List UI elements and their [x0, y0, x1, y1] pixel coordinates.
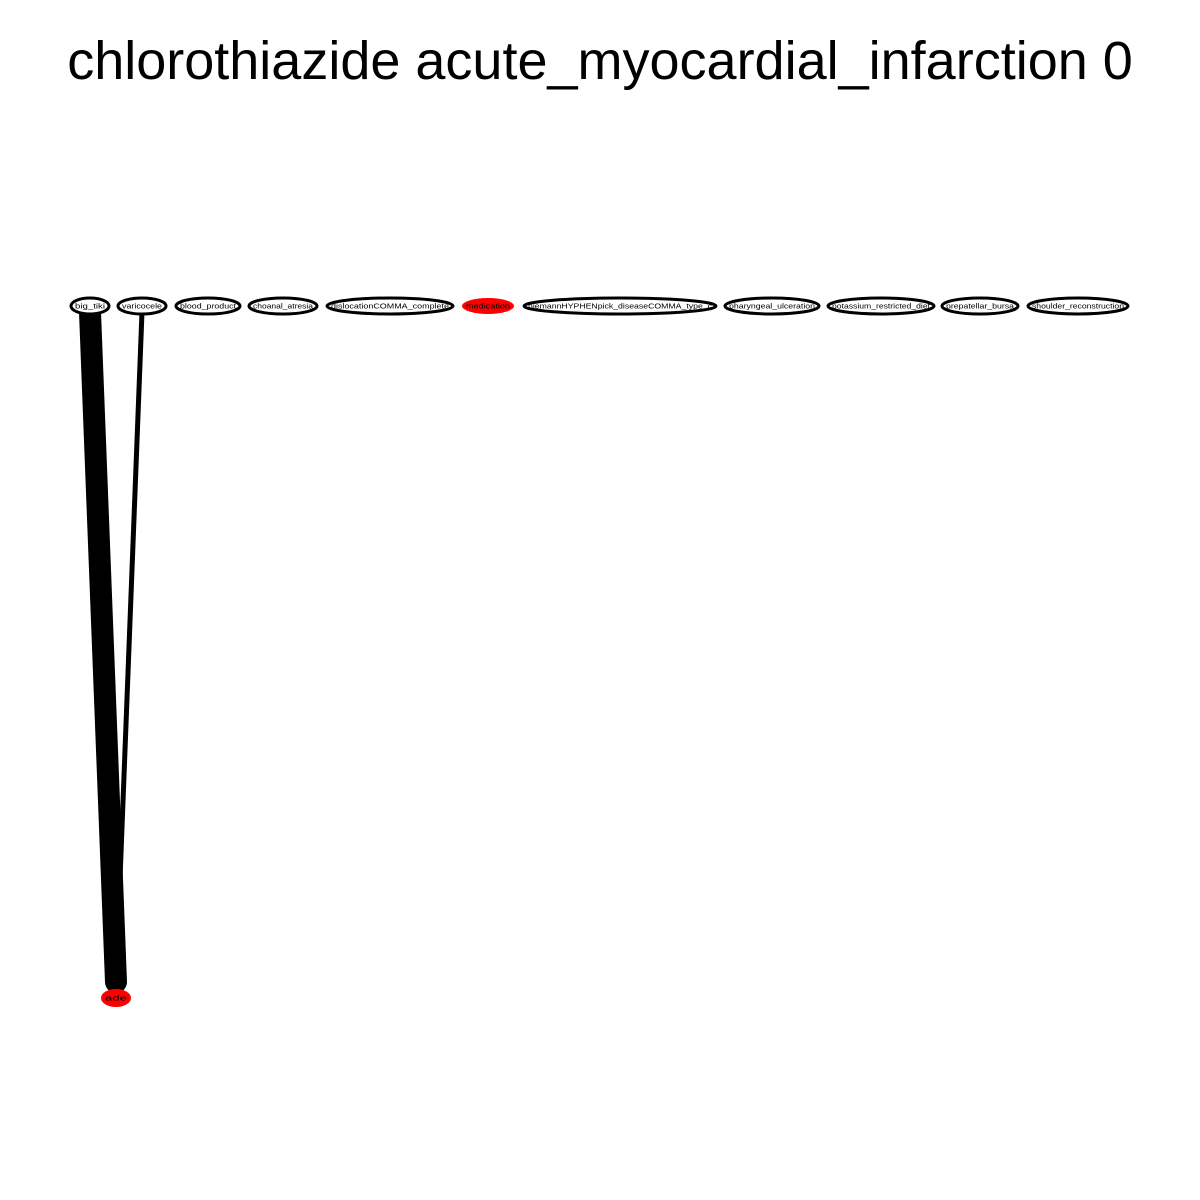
node-label: prepatellar_bursa — [946, 302, 1015, 311]
graph-node: niemannHYPHENpick_diseaseCOMMA_type_c — [522, 296, 718, 316]
node-label: shoulder_reconstruction — [1032, 302, 1124, 311]
node-ellipse — [1026, 296, 1130, 316]
node-label: varicocele — [122, 302, 162, 311]
nodes-layer: big_tiki varicocele blood_product choanal_a… — [69, 296, 1130, 1007]
edges-layer — [79, 301, 145, 993]
node-ellipse — [116, 296, 168, 316]
node-ellipse — [826, 296, 936, 316]
node-ellipse — [69, 296, 111, 316]
node-label: potassium_restricted_diet — [832, 302, 931, 311]
edge-n1-n12 — [79, 301, 127, 993]
graph-node: big_tiki — [69, 296, 111, 316]
graph-node: dislocationCOMMA_complete — [325, 296, 455, 316]
node-label: dislocationCOMMA_complete — [331, 302, 449, 311]
graph-node: blood_product — [174, 296, 242, 316]
graph-node: ade — [101, 989, 131, 1007]
graph-node: pharyngeal_ulceration — [723, 296, 821, 316]
edge-n2-n12 — [113, 309, 145, 985]
node-label: big_tiki — [75, 302, 105, 311]
graph-title: chlorothiazide acute_myocardial_infarcti… — [67, 31, 1133, 91]
node-ellipse — [940, 296, 1020, 316]
node-ellipse — [325, 296, 455, 316]
node-ellipse — [174, 296, 242, 316]
node-ellipse — [723, 296, 821, 316]
graph-node: choanal_atresia — [247, 296, 319, 316]
graph-node: prepatellar_bursa — [940, 296, 1020, 316]
node-label: ade — [105, 994, 127, 1003]
graph-node: varicocele — [116, 296, 168, 316]
node-ellipse — [101, 989, 131, 1007]
node-ellipse — [522, 296, 718, 316]
graph-node: shoulder_reconstruction — [1026, 296, 1130, 316]
node-label: blood_product — [180, 302, 237, 311]
node-label: pharyngeal_ulceration — [729, 302, 815, 311]
node-ellipse — [462, 298, 514, 314]
node-label: niemannHYPHENpick_diseaseCOMMA_type_c — [528, 302, 712, 311]
node-ellipse — [247, 296, 319, 316]
node-label: medication — [466, 302, 510, 311]
node-label: choanal_atresia — [253, 302, 314, 311]
graph-node: potassium_restricted_diet — [826, 296, 936, 316]
graph-node: medication — [462, 298, 514, 314]
